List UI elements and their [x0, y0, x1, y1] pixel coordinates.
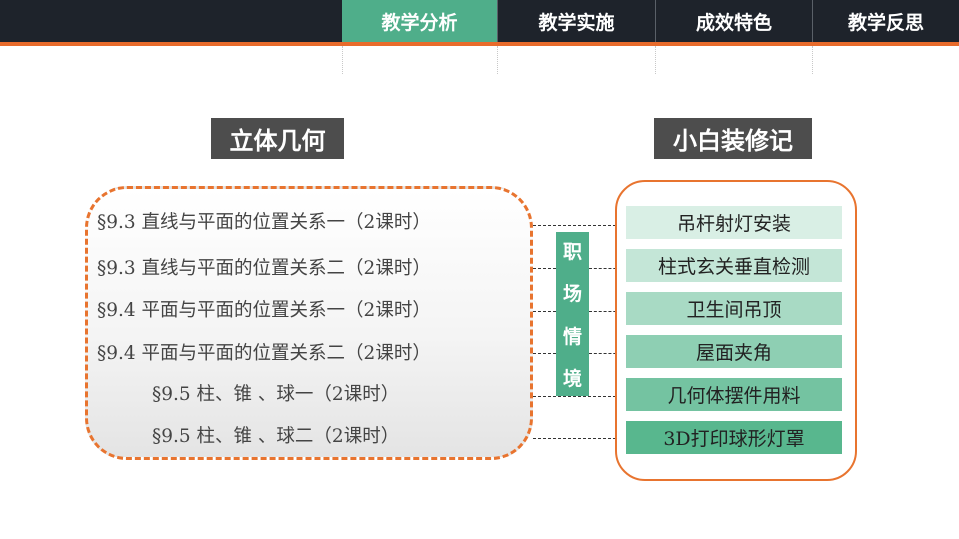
connector-line — [589, 311, 626, 312]
connector-line — [533, 353, 556, 354]
tab-teaching-implementation[interactable]: 教学实施 — [538, 11, 615, 34]
workplace-scenario-label: 职 场 情 境 — [556, 232, 589, 396]
label-char: 境 — [562, 368, 582, 390]
lesson-item: §9.4 平面与平面的位置关系一（2课时） — [97, 300, 431, 321]
lesson-item: §9.4 平面与平面的位置关系二（2课时） — [97, 343, 431, 364]
lesson-item: §9.3 直线与平面的位置关系一（2课时） — [97, 212, 431, 233]
tab-results-features[interactable]: 成效特色 — [695, 11, 772, 34]
tab-divider — [812, 0, 813, 42]
lesson-item: §9.5 柱、锥 、球二（2课时） — [152, 426, 400, 447]
scene-item: 柱式玄关垂直检测 — [626, 249, 842, 282]
connector-line — [589, 268, 626, 269]
tab-teaching-analysis[interactable]: 教学分析 — [342, 0, 497, 42]
scene-item: 卫生间吊顶 — [626, 292, 842, 325]
connector-line — [533, 311, 556, 312]
scene-item: 吊杆射灯安装 — [626, 206, 842, 239]
tab-divider — [497, 0, 498, 42]
connector-line — [533, 438, 626, 439]
connector-line — [533, 268, 556, 269]
left-section-title: 立体几何 — [211, 118, 344, 159]
lesson-item: §9.3 直线与平面的位置关系二（2课时） — [97, 258, 431, 279]
connector-line — [533, 396, 626, 397]
guide-line — [655, 46, 656, 74]
right-section-title: 小白装修记 — [654, 118, 812, 159]
connector-line — [533, 225, 626, 226]
label-char: 情 — [562, 326, 582, 348]
scene-item: 几何体摆件用料 — [626, 378, 842, 411]
guide-line — [812, 46, 813, 74]
guide-line — [497, 46, 498, 74]
label-char: 场 — [562, 283, 582, 305]
tab-divider — [655, 0, 656, 42]
top-nav-bar: 教学分析 教学实施 成效特色 教学反思 — [0, 0, 959, 42]
lessons-panel — [85, 186, 533, 460]
scene-item: 3D打印球形灯罩 — [626, 421, 842, 454]
guide-line — [342, 46, 343, 74]
label-char: 职 — [562, 241, 582, 263]
lesson-item: §9.5 柱、锥 、球一（2课时） — [152, 384, 400, 405]
tab-teaching-reflection[interactable]: 教学反思 — [847, 11, 924, 34]
nav-accent-line — [0, 42, 959, 46]
scene-item: 屋面夹角 — [626, 335, 842, 368]
connector-line — [589, 353, 626, 354]
